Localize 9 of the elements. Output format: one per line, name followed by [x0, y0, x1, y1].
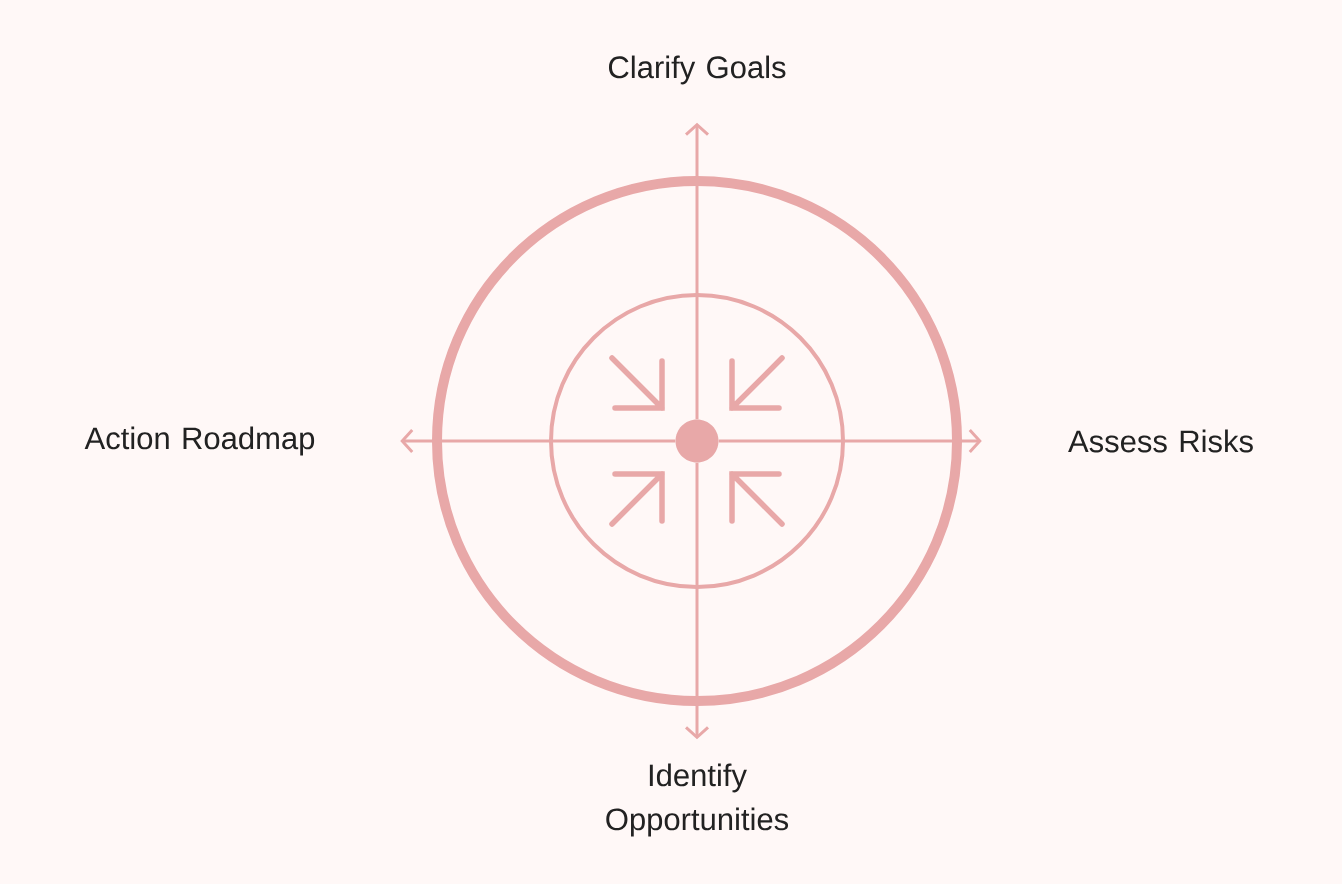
axis-label: Clarify Goals — [609, 55, 786, 85]
axis-label: Assess Risks — [1068, 429, 1253, 453]
arrow — [400, 429, 676, 453]
arrow — [685, 462, 709, 740]
arrow — [685, 122, 709, 420]
center-dot — [675, 419, 719, 463]
axis-label: Identify Opportunities — [606, 763, 789, 837]
axis-label: Action Roadmap — [84, 426, 315, 456]
arrow — [718, 429, 982, 453]
